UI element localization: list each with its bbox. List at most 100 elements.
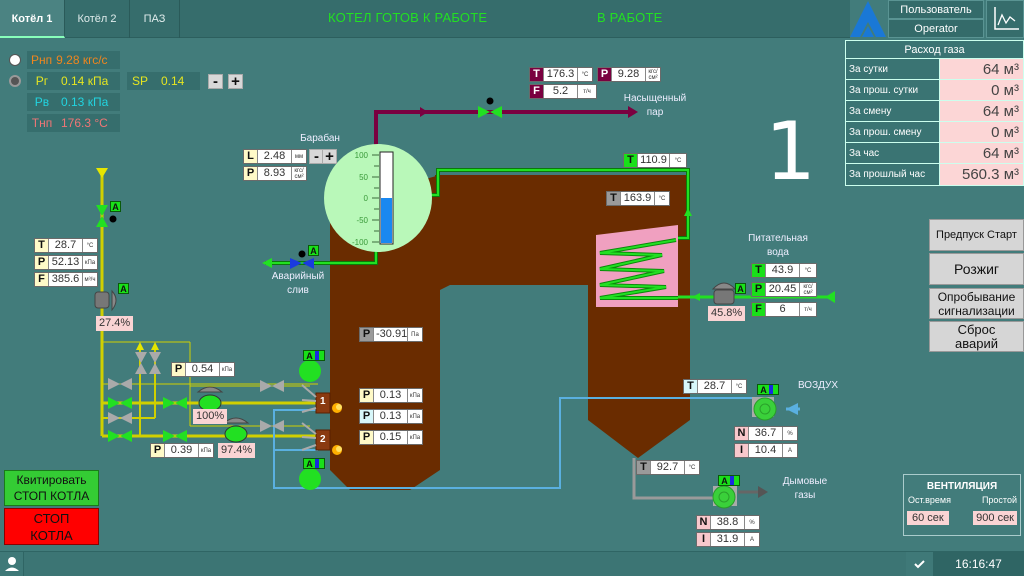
test-alarm-button[interactable]: Опробывание сигнализации [929, 288, 1024, 319]
ignite-button[interactable]: Розжиг [929, 253, 1024, 285]
tag-unit: °C [581, 71, 589, 78]
readout-key: SP [131, 74, 148, 88]
ventilation-panel: ВЕНТИЛЯЦИЯ Ост.время Простой 60 сек 900 … [903, 474, 1021, 536]
air-fan-mode-badge[interactable]: A [757, 384, 779, 395]
tag-key: I [697, 533, 711, 546]
flue-fan [712, 485, 736, 509]
acknowledge-stop-button[interactable]: Квитировать СТОП КОТЛА [4, 470, 99, 506]
burner-1-indicator [299, 360, 321, 382]
tag-unit: кПа [409, 392, 421, 399]
tag-key: P [752, 283, 766, 296]
acknowledge-button[interactable] [906, 552, 933, 576]
tag-unit: кгс/см² [803, 283, 813, 296]
emergency-drain-label-1: Аварийный [271, 271, 325, 282]
burner-1-body [315, 392, 331, 414]
tag-unit: °C [688, 464, 696, 471]
drum-level-increase-button[interactable]: + [322, 149, 337, 164]
user-name[interactable]: Operator [888, 19, 984, 38]
tag-unit: A [787, 447, 792, 454]
tab-boiler-2[interactable]: Котёл 2 [65, 0, 130, 38]
idle-time-label: Простой [981, 495, 1017, 505]
tag-unit: кПа [200, 447, 212, 454]
tag-unit: °C [674, 157, 682, 164]
tag-unit: A [749, 536, 754, 543]
gas-valve-auto-badge[interactable]: A [110, 201, 121, 212]
select-steam-pressure-radio[interactable] [9, 54, 21, 66]
tag-value: 92.7 [651, 461, 685, 474]
tag-key: T [684, 380, 698, 393]
button-label: СТОП КОТЛА [13, 489, 90, 503]
tag-unit: т/ч [583, 88, 591, 95]
ventilation-title: ВЕНТИЛЯЦИЯ [926, 481, 998, 492]
mode-label: A [719, 476, 730, 486]
steam-label-2: пар [646, 107, 664, 118]
drain-auto-badge[interactable]: A [308, 245, 319, 256]
row-value: 64 м³ [940, 143, 1023, 163]
drum-level-fill [381, 198, 392, 243]
select-gas-pressure-radio[interactable] [9, 75, 21, 87]
burner-2-mode-badge[interactable]: A [303, 458, 325, 469]
reset-alarms-button[interactable]: Сброс аварий [929, 321, 1024, 352]
readout-value[interactable]: 0.14 [161, 74, 185, 88]
scale-tick-label: -100 [352, 238, 369, 247]
setpoint-increase-button[interactable]: + [228, 74, 243, 89]
tab-boiler-1[interactable]: Котёл 1 [0, 0, 65, 38]
flue-label-1: Дымовые [782, 476, 828, 487]
user-button[interactable] [0, 552, 24, 576]
button-label: Сброс [957, 321, 996, 337]
tag-unit: % [787, 430, 793, 437]
steam-label-1: Насыщенный [623, 93, 687, 104]
bottom-bar: 16:16:47 [0, 551, 1024, 576]
user-icon [5, 557, 19, 571]
status-ready: КОТЕЛ ГОТОВ К РАБОТЕ [328, 10, 488, 25]
gas-shutoff-valve [96, 205, 108, 216]
feedwater-auto-badge[interactable]: A [735, 283, 746, 294]
tag-key: T [752, 264, 766, 277]
button-label: сигнализации [938, 303, 1015, 318]
row-label: За прошлый час [846, 164, 940, 185]
tag-key: P [151, 444, 165, 457]
gas-regulator-auto-badge[interactable]: A [118, 283, 129, 294]
button-label: КОТЛА [30, 527, 73, 543]
row-label: За сутки [846, 59, 940, 79]
drum-level-decrease-button[interactable]: - [309, 149, 324, 164]
checkmark-icon [914, 560, 925, 569]
prestart-button[interactable]: Предпуск Старт [929, 219, 1024, 251]
row-value: 0 м³ [940, 80, 1023, 100]
setpoint-decrease-button[interactable]: - [208, 74, 223, 89]
tag-value: 9.28 [612, 68, 646, 81]
tab-paz[interactable]: ПАЗ [130, 0, 180, 38]
flue-fan-mode-badge[interactable]: A [718, 475, 740, 486]
stop-boiler-button[interactable]: СТОП КОТЛА [4, 508, 99, 545]
readout-key: Pв [34, 95, 50, 109]
steam-temp-readout: Tнп 176.3 °С [27, 114, 120, 132]
scale-tick-label: -50 [356, 216, 368, 225]
tag-value: 176.3 [544, 68, 578, 81]
button-label: аварий [955, 335, 998, 351]
air-label: ВОЗДУХ [797, 380, 839, 391]
tag-value: 0.39 [165, 444, 199, 457]
tag-unit: кПа [409, 413, 421, 420]
mode-label: A [758, 385, 769, 395]
readout-key: Tнп [31, 116, 53, 130]
row-label: За прош. смену [846, 122, 940, 142]
trend-button[interactable] [986, 0, 1024, 38]
emergency-drain-valve [290, 258, 302, 269]
burner-2-indicator [299, 468, 321, 490]
burner-1-mode-badge[interactable]: A [303, 350, 325, 361]
tag-value: 0.13 [374, 389, 408, 402]
